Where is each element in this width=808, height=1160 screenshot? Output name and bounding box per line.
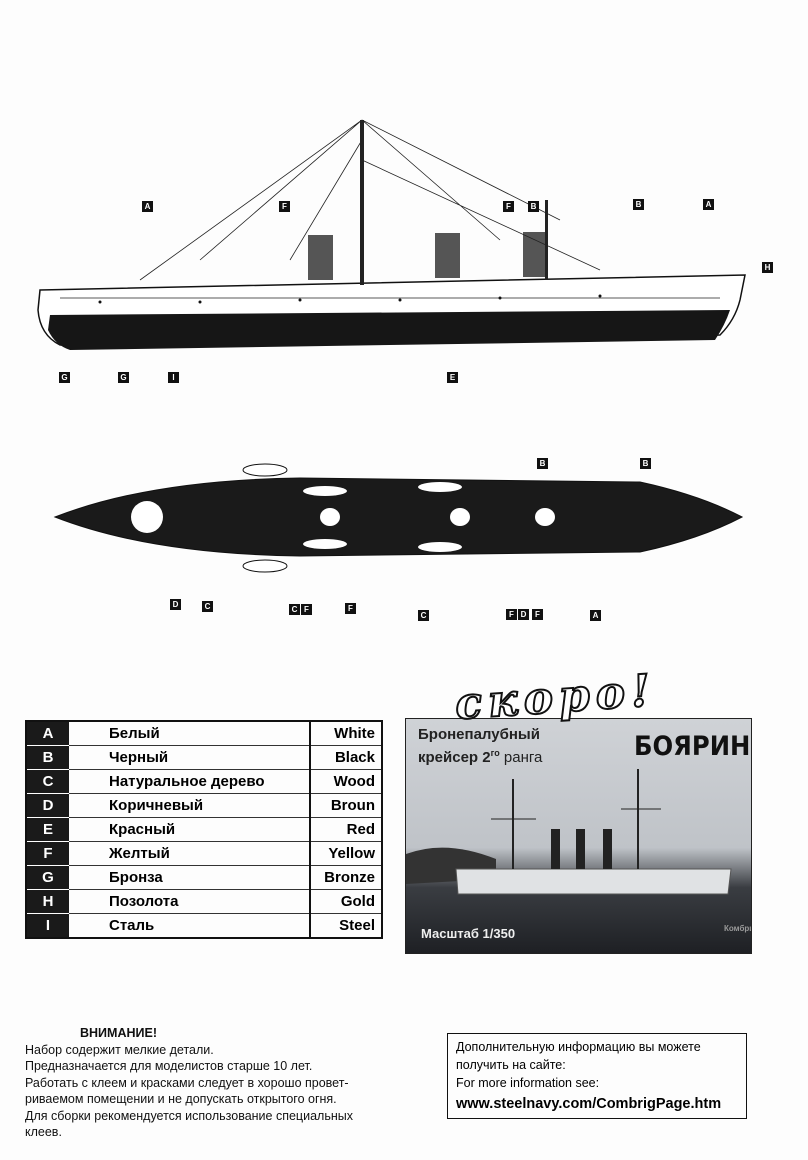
ship-name: БОЯРИНЪ xyxy=(634,731,751,762)
warning-line: Работать с клеем и красками следует в хо… xyxy=(25,1075,349,1090)
color-name-ru: Сталь xyxy=(69,913,310,939)
color-code: H xyxy=(26,889,69,914)
label-a: A xyxy=(142,201,153,212)
color-name-en: Steel xyxy=(309,913,382,939)
color-name-ru: Красный xyxy=(69,817,310,842)
label-b: B xyxy=(528,201,539,212)
label-f: F xyxy=(301,604,312,615)
label-e: E xyxy=(447,372,458,383)
color-name-en: Wood xyxy=(309,769,382,794)
cruiser-photo xyxy=(406,769,732,895)
color-name-ru: Натуральное дерево xyxy=(69,769,310,794)
color-name-ru: Желтый xyxy=(69,841,310,866)
color-name-en: Red xyxy=(309,817,382,842)
warning-line: Набор содержит мелкие детали. xyxy=(25,1042,214,1057)
warning-line: риваемом помещении и не допускать открыт… xyxy=(25,1092,337,1106)
label-d: D xyxy=(518,609,529,620)
warning-notice: ВНИМАНИЕ! Набор содержит мелкие детали. … xyxy=(25,1025,353,1141)
label-f: F xyxy=(503,201,514,212)
label-d: D xyxy=(170,599,181,610)
label-f: F xyxy=(279,201,290,212)
color-name-ru: Бронза xyxy=(69,865,310,890)
label-h: H xyxy=(762,262,773,273)
color-name-ru: Белый xyxy=(69,721,310,746)
subtitle-line3: ранга xyxy=(499,749,543,766)
label-b: B xyxy=(633,199,644,210)
color-code: F xyxy=(26,841,69,866)
color-code: B xyxy=(26,745,69,770)
color-name-en: Gold xyxy=(309,889,382,914)
info-line: Дополнительную информацию вы можете xyxy=(456,1040,701,1054)
color-code: A xyxy=(26,721,69,746)
color-name-en: Broun xyxy=(309,793,382,818)
label-f: F xyxy=(532,609,543,620)
label-a: A xyxy=(590,610,601,621)
subtitle-line1: Бронепалубный xyxy=(418,726,540,743)
color-name-en: Black xyxy=(309,745,382,770)
label-b: B xyxy=(640,458,651,469)
combrig-logo: Комбриг xyxy=(724,924,751,933)
website-link[interactable]: www.steelnavy.com/CombrigPage.htm xyxy=(456,1096,722,1112)
label-i: I xyxy=(168,372,179,383)
color-code: C xyxy=(26,769,69,794)
label-a: A xyxy=(703,199,714,210)
side-view-drawing xyxy=(37,119,746,350)
color-code: G xyxy=(26,865,69,890)
warning-line: клеев. xyxy=(25,1125,62,1139)
label-c: C xyxy=(202,601,213,612)
warning-line: Для сборки рекомендуется использование с… xyxy=(25,1108,353,1123)
subtitle-line2: крейсер 2 xyxy=(418,749,491,766)
color-name-ru: Коричневый xyxy=(69,793,310,818)
color-name-en: Bronze xyxy=(309,865,382,890)
color-name-en: Yellow xyxy=(309,841,382,866)
info-line: получить на сайте: xyxy=(456,1058,566,1072)
label-c: C xyxy=(289,604,300,615)
label-c: C xyxy=(418,610,429,621)
label-g: G xyxy=(118,372,129,383)
top-view-drawing xyxy=(53,463,744,573)
color-code: I xyxy=(26,913,69,939)
color-name-ru: Позолота xyxy=(69,889,310,914)
color-name-en: White xyxy=(309,721,382,746)
info-line: For more information see: xyxy=(456,1076,600,1090)
promo-photo: Бронепалубный крейсер 2го ранга БОЯРИНЪ М… xyxy=(405,718,752,954)
color-code: D xyxy=(26,793,69,818)
subtitle-sup: го xyxy=(490,748,500,758)
more-info-box: Дополнительную информацию вы можете полу… xyxy=(447,1033,747,1119)
label-f: F xyxy=(506,609,517,620)
cruiser-type: Бронепалубный крейсер 2го ранга xyxy=(418,725,542,767)
color-name-ru: Черный xyxy=(69,745,310,770)
scale: Масштаб 1/350 xyxy=(421,926,516,941)
warning-line: Предназначается для моделистов старше 10… xyxy=(25,1059,313,1073)
label-f: F xyxy=(345,603,356,614)
label-b: B xyxy=(537,458,548,469)
warning-title: ВНИМАНИЕ! xyxy=(80,1026,157,1040)
label-g: G xyxy=(59,372,70,383)
color-code: E xyxy=(26,817,69,842)
